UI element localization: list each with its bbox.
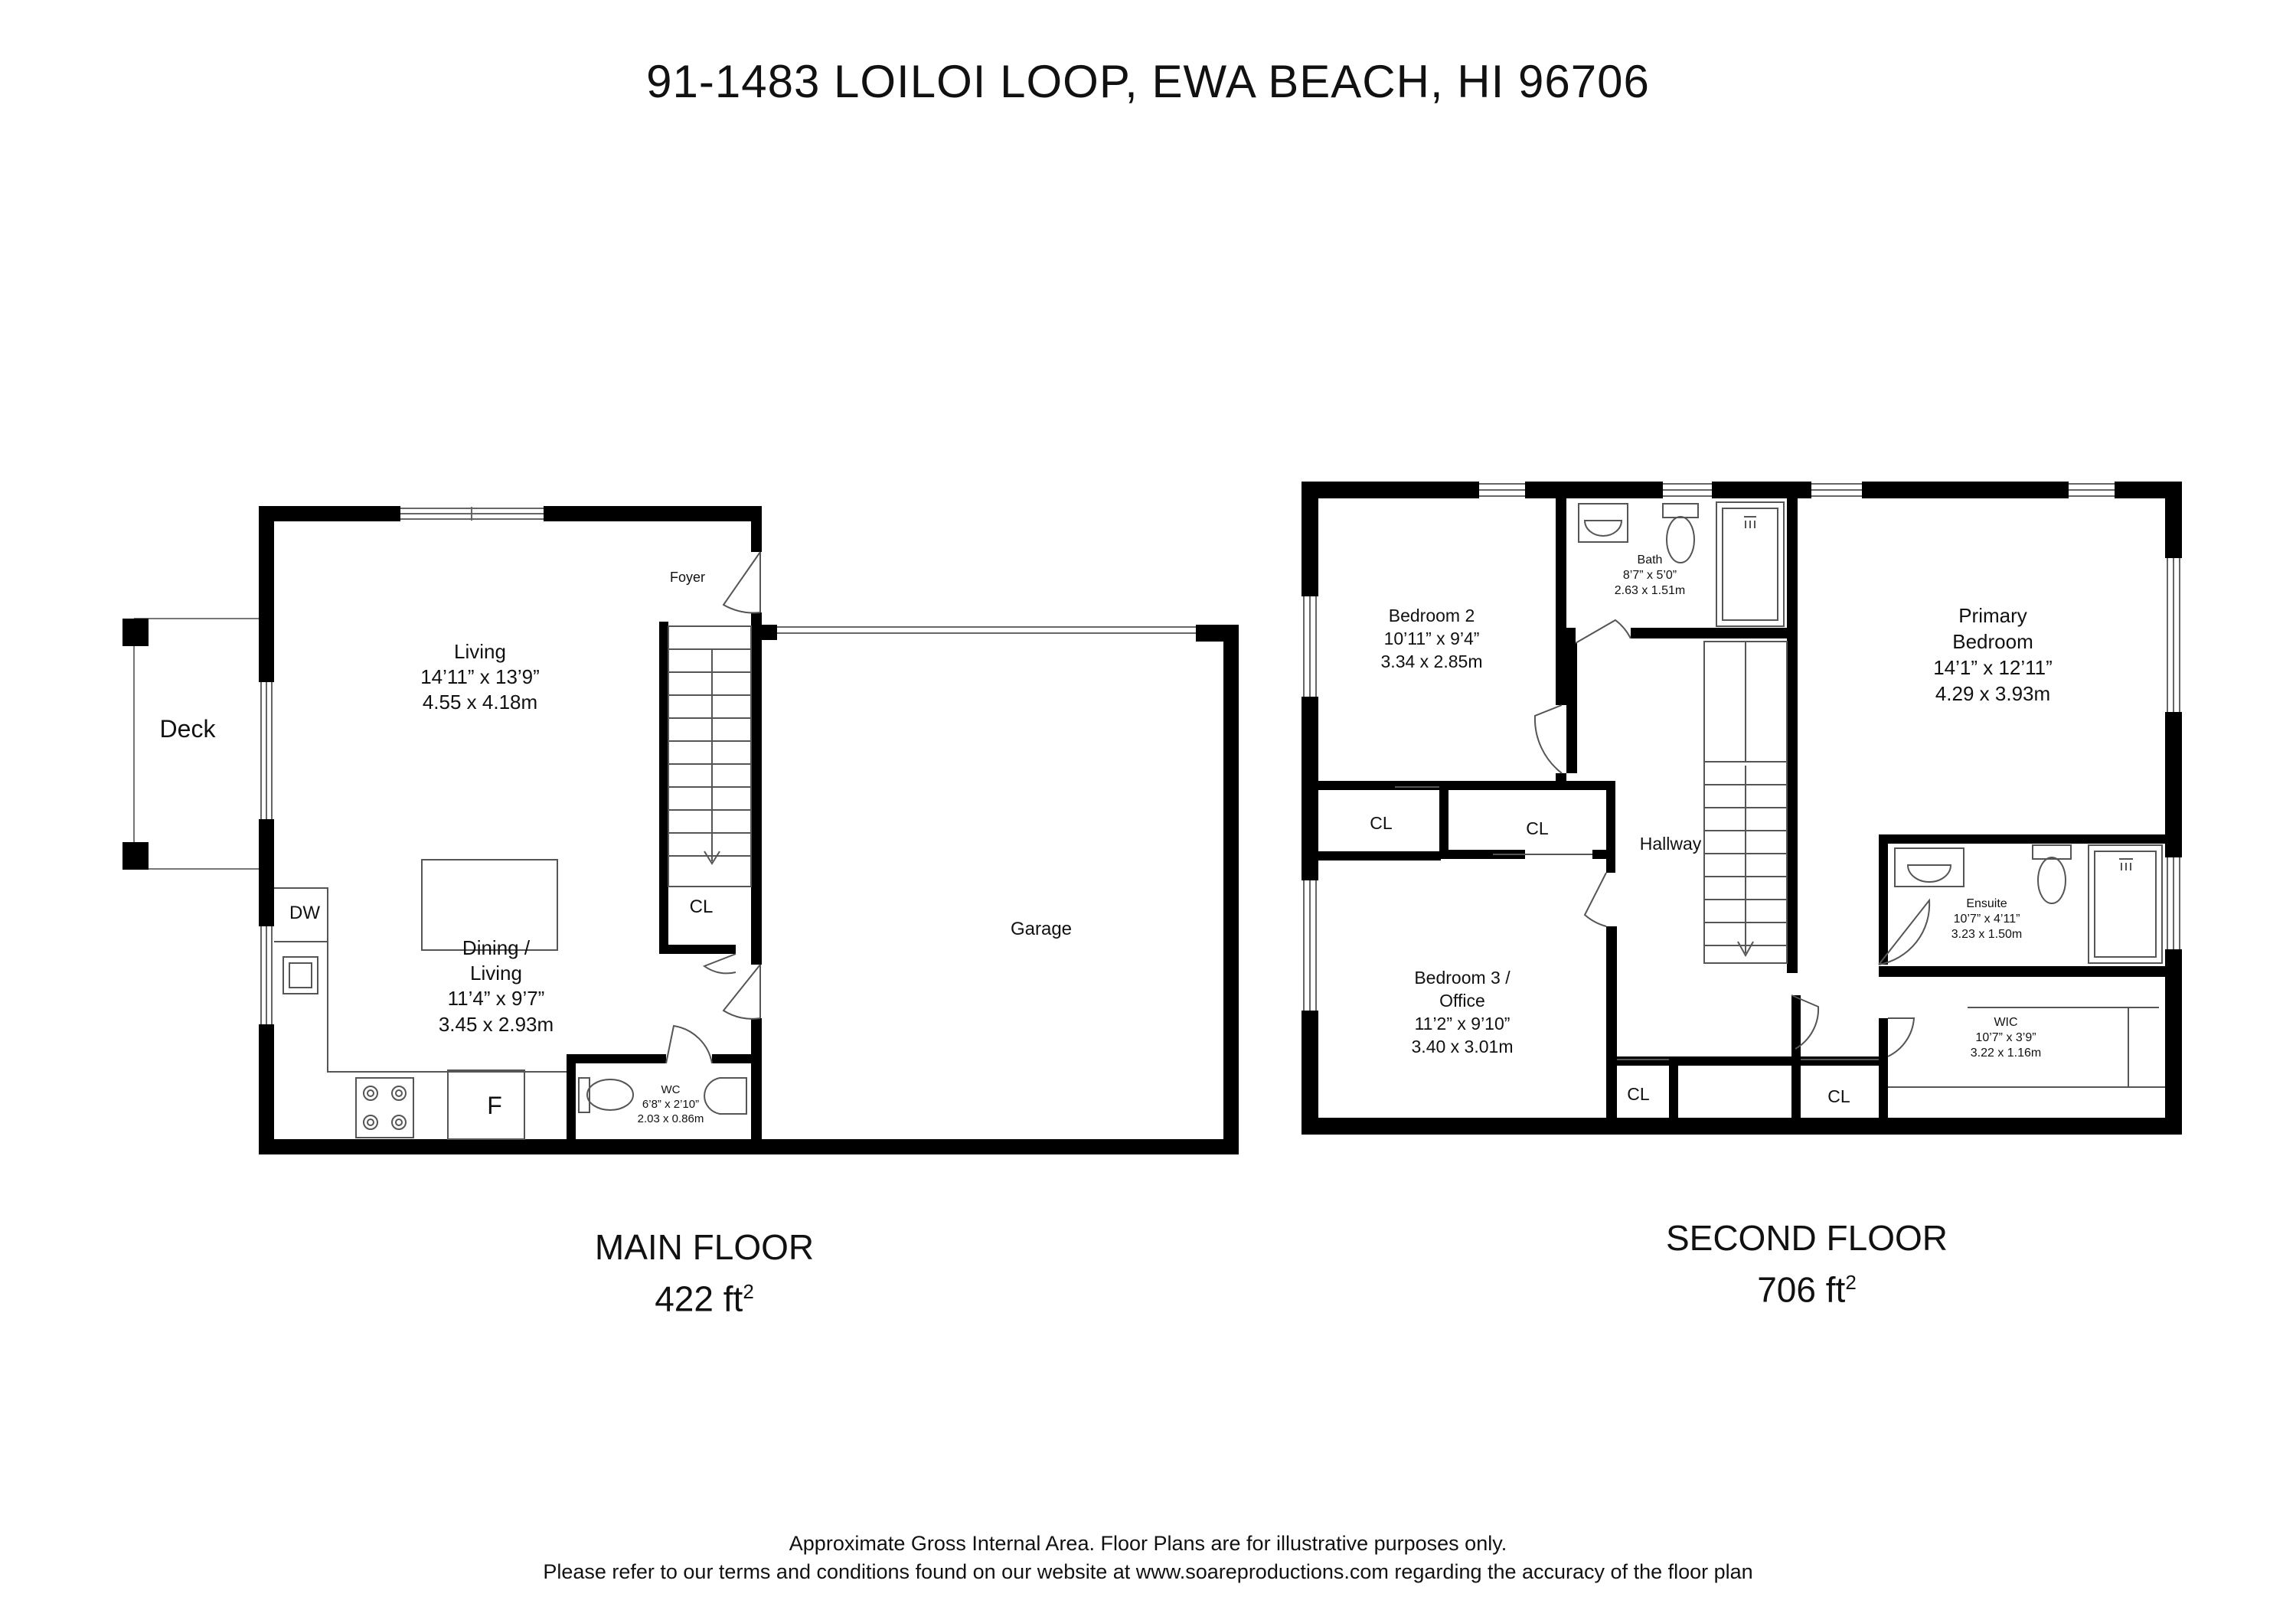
cl-label: CL xyxy=(690,896,714,917)
dining-metric: 3.45 x 2.93m xyxy=(439,1013,554,1036)
bath-fixtures xyxy=(1578,501,1785,627)
cl3-label: CL xyxy=(1627,1084,1650,1104)
page-title: 91-1483 LOILOI LOOP, EWA BEACH, HI 96706 xyxy=(646,56,1650,107)
kitchen-island xyxy=(421,859,558,951)
cl-door xyxy=(702,953,736,975)
main-floor-area-unit-sup: 2 xyxy=(743,1280,754,1303)
dining-imperial: 11’4” x 9’7” xyxy=(448,987,545,1010)
disclaimer: Approximate Gross Internal Area. Floor P… xyxy=(0,1530,2296,1586)
garage-label: Garage xyxy=(1011,919,1072,939)
cl2-label: CL xyxy=(1526,818,1549,838)
dw-label: DW xyxy=(289,903,320,923)
wic-name: WIC xyxy=(1994,1016,2017,1029)
ensuite-metric: 3.23 x 1.50m xyxy=(1951,928,2023,941)
living-name: Living xyxy=(454,640,506,663)
bath-name: Bath xyxy=(1638,554,1663,567)
primary-name1: Primary xyxy=(1958,604,2027,627)
main-floor-caption: MAIN FLOOR 422 ft2 xyxy=(452,1225,957,1321)
fridge-label: F xyxy=(487,1092,502,1119)
living-imperial: 14’11” x 13’9” xyxy=(420,665,540,688)
primary-name2: Bedroom xyxy=(1952,630,2033,653)
second-floor-area: 706 ft2 xyxy=(1554,1260,2059,1311)
foyer-door xyxy=(722,551,761,614)
deck xyxy=(122,618,259,870)
main-floor-label: MAIN FLOOR xyxy=(594,1227,815,1267)
second-floor-caption: SECOND FLOOR 706 ft2 xyxy=(1554,1216,2059,1311)
bedroom3-metric: 3.40 x 3.01m xyxy=(1412,1037,1514,1056)
dining-name1: Dining / xyxy=(462,936,531,959)
second-floor-plan xyxy=(1302,482,2182,1135)
main-floor-labels: Deck Foyer Living 14’11” x 13’9” 4.55 x … xyxy=(160,570,1072,1125)
hallway-label: Hallway xyxy=(1640,834,1702,854)
ensuite-name: Ensuite xyxy=(1966,897,2007,910)
dining-name2: Living xyxy=(470,962,522,985)
second-staircase xyxy=(1703,641,1788,964)
garage-entry-door xyxy=(722,964,761,1020)
bath-imperial: 8’7” x 5’0” xyxy=(1623,569,1677,582)
wic-shelves xyxy=(1888,1007,2165,1088)
garage-door xyxy=(777,626,1196,634)
main-staircase xyxy=(668,625,752,887)
main-left-windows xyxy=(260,682,273,1024)
wc-door xyxy=(665,1024,713,1064)
second-floor-area-unit-sup: 2 xyxy=(1845,1271,1857,1294)
bedroom3-imperial: 11’2” x 9’10” xyxy=(1415,1014,1511,1034)
disclaimer-line2: Please refer to our terms and conditions… xyxy=(543,1560,1753,1583)
wc-name: WC xyxy=(661,1083,681,1096)
wc-imperial: 6’8” x 2’10” xyxy=(642,1098,699,1111)
kitchen-counters xyxy=(274,887,567,1140)
second-floor-windows xyxy=(1303,483,2180,1011)
second-floor-doors xyxy=(1395,619,1931,1060)
living-metric: 4.55 x 4.18m xyxy=(423,691,537,714)
wc-metric: 2.03 x 0.86m xyxy=(638,1112,704,1125)
wic-imperial: 10’7” x 3’9” xyxy=(1975,1031,2036,1044)
cl4-label: CL xyxy=(1827,1086,1850,1106)
ensuite-fixtures xyxy=(1894,844,2163,964)
wc-fixtures xyxy=(578,1077,747,1115)
cl1-label: CL xyxy=(1370,813,1393,833)
deck-label: Deck xyxy=(160,715,217,743)
bedroom2-metric: 3.34 x 2.85m xyxy=(1381,651,1483,671)
main-floor-area-value: 422 ft xyxy=(655,1278,743,1319)
main-floor-plan xyxy=(122,506,1239,1154)
foyer-label: Foyer xyxy=(670,570,705,585)
bedroom3-name2: Office xyxy=(1439,991,1485,1011)
bedroom2-imperial: 10’11” x 9’4” xyxy=(1384,629,1480,648)
bedroom3-name1: Bedroom 3 / xyxy=(1414,968,1511,988)
main-top-window xyxy=(400,507,544,521)
primary-imperial: 14’1” x 12’11” xyxy=(1933,656,2053,679)
disclaimer-line1: Approximate Gross Internal Area. Floor P… xyxy=(789,1532,1507,1555)
main-floor-area: 422 ft2 xyxy=(452,1269,957,1321)
bath-metric: 2.63 x 1.51m xyxy=(1615,584,1686,597)
primary-metric: 4.29 x 3.93m xyxy=(1935,682,2050,705)
second-floor-area-value: 706 ft xyxy=(1757,1269,1846,1310)
bedroom2-name: Bedroom 2 xyxy=(1389,606,1475,625)
wic-metric: 3.22 x 1.16m xyxy=(1971,1047,2042,1060)
ensuite-imperial: 10’7” x 4’11” xyxy=(1954,913,2020,926)
second-floor-label: SECOND FLOOR xyxy=(1665,1218,1948,1258)
main-floor-walls xyxy=(259,506,1239,1154)
second-floor-walls xyxy=(1302,482,2182,1135)
second-floor-labels: Bedroom 2 10’11” x 9’4” 3.34 x 2.85m Bat… xyxy=(1370,554,2053,1106)
